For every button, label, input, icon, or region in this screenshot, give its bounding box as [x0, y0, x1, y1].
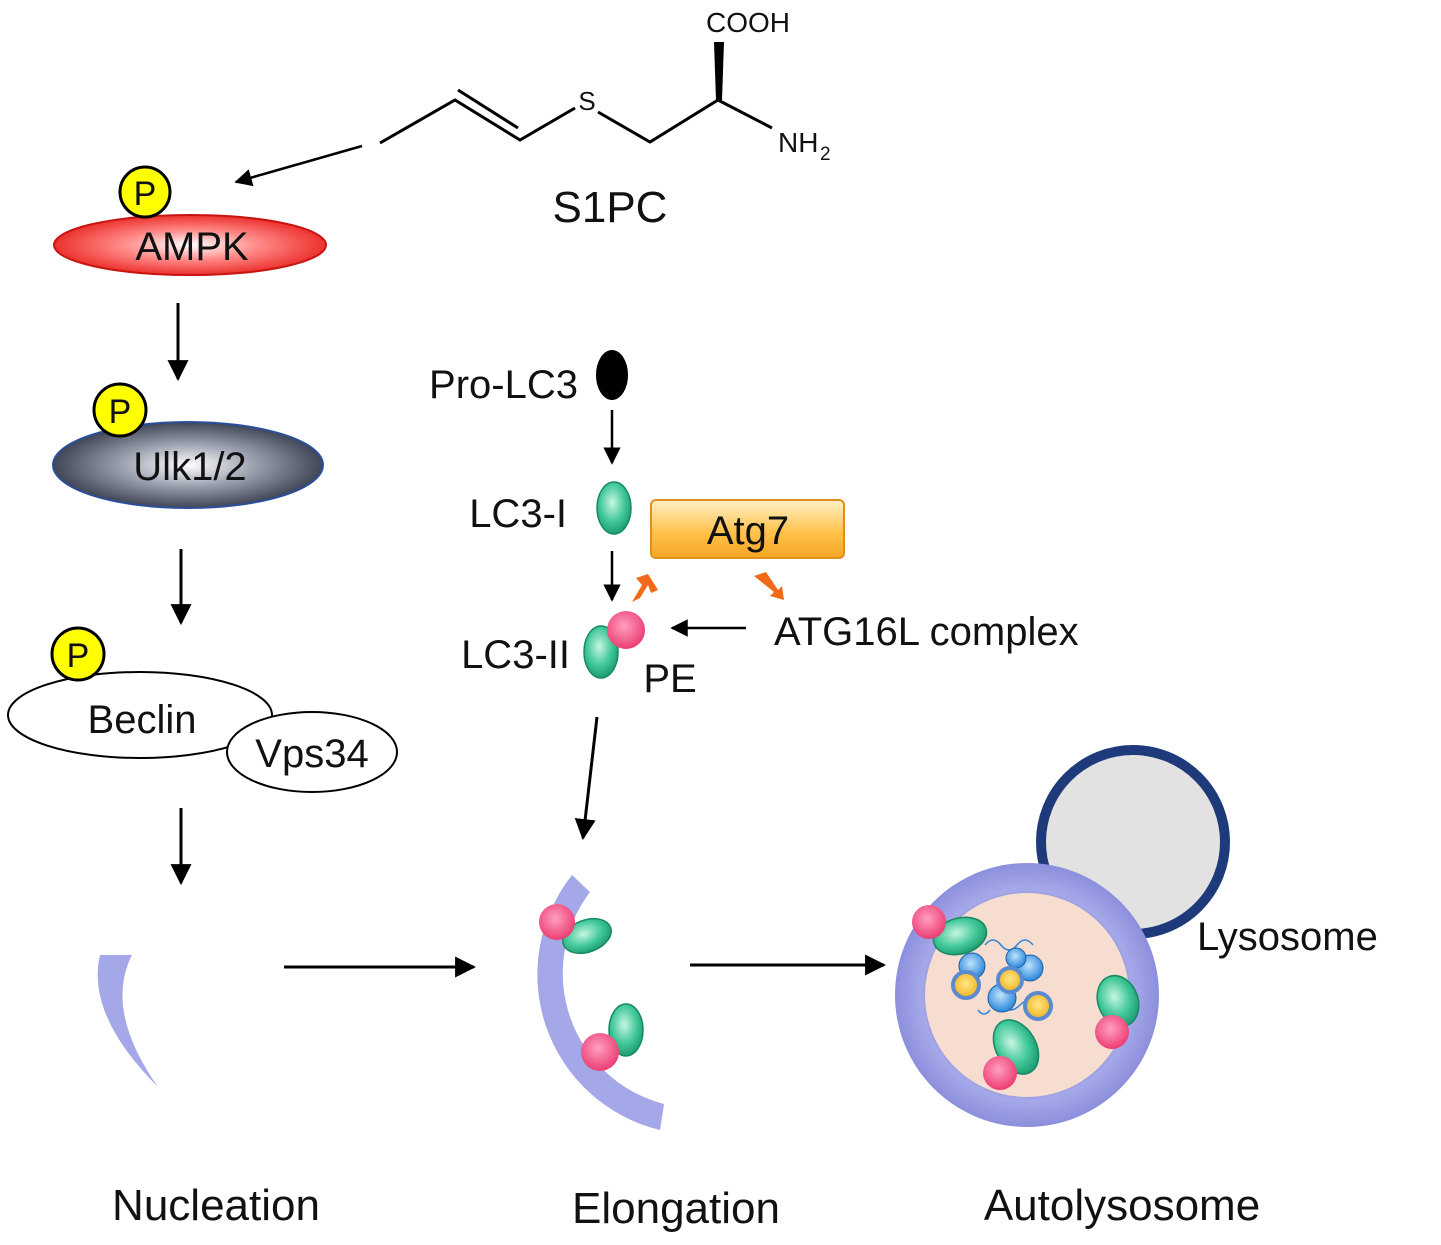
phagophore-shape: [97, 955, 158, 1087]
svg-text:P: P: [109, 393, 132, 431]
vps34-label: Vps34: [255, 732, 368, 776]
lc3-i-shape: [596, 481, 632, 535]
lumen-lc3-right: [1095, 974, 1140, 1049]
amine-subscript: 2: [820, 144, 831, 165]
pro-lc3-label: Pro-LC3: [429, 363, 578, 407]
ulk-phospho-badge: P: [92, 382, 148, 438]
membrane-lc3-bottom: [581, 1003, 644, 1071]
pro-lc3-shape: [596, 350, 628, 400]
lumen-lc3-topleft: [912, 905, 988, 956]
lysosome-label: Lysosome: [1197, 915, 1378, 959]
s1pc-to-ampk-arrow: [234, 144, 363, 187]
pe-label: PE: [643, 657, 696, 701]
catalysis-arrow-left: [632, 574, 658, 602]
ulk-node: Ulk1/2: [52, 421, 324, 509]
ampk-node: AMPK: [53, 214, 327, 276]
s1pc-label: S1PC: [553, 183, 668, 232]
amine-label: NH: [778, 127, 818, 158]
atg7-box: Atg7: [650, 499, 845, 559]
ampk-phospho-badge: P: [118, 165, 172, 219]
atg16l-label: ATG16L complex: [774, 610, 1079, 654]
svg-text:P: P: [134, 175, 157, 213]
autolysosome-label: Autolysosome: [984, 1181, 1260, 1230]
catalysis-arrow-right: [754, 572, 784, 600]
lumen-lc3-bottom: [983, 1019, 1040, 1090]
elongation-label: Elongation: [572, 1184, 780, 1233]
beclin-vps34-complex: Beclin Vps34: [7, 671, 398, 793]
ampk-label: AMPK: [135, 225, 249, 269]
beclin-phospho-badge: P: [50, 626, 106, 682]
nucleation-label: Nucleation: [112, 1181, 320, 1230]
sulfur-atom-label: S: [578, 86, 595, 116]
lc3-ii-to-elongation-arrow: [574, 716, 599, 841]
carboxyl-label: COOH: [706, 7, 790, 38]
svg-text:P: P: [67, 637, 90, 675]
lc3-i-label: LC3-I: [469, 492, 567, 536]
elongating-membrane-shape: [537, 875, 664, 1130]
membrane-lc3-top: [539, 904, 612, 955]
beclin-label: Beclin: [88, 698, 197, 742]
atg7-label: Atg7: [707, 509, 789, 553]
ulk-label: Ulk1/2: [133, 445, 246, 489]
pe-lipid-shape: [607, 611, 645, 649]
cargo-cluster: [951, 939, 1053, 1021]
lc3-ii-label: LC3-II: [461, 633, 570, 677]
s1pc-structure: S COOH NH 2 S1PC: [379, 7, 831, 232]
